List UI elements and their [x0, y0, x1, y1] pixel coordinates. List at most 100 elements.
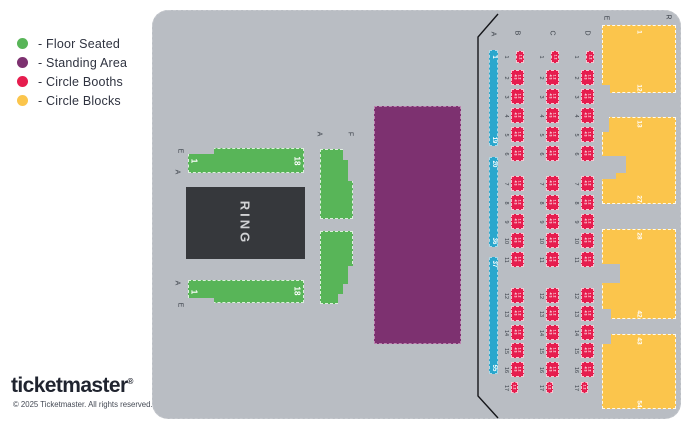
- circle-booth-C13[interactable]: 1 2 4 3: [546, 306, 559, 321]
- circle-booth-C2[interactable]: 1 2 4 3: [546, 70, 559, 85]
- circle-booth-B15[interactable]: 1 2 4 3: [511, 343, 524, 358]
- booth-row-number: 9: [538, 219, 544, 224]
- booth-row-number: 15: [538, 347, 544, 354]
- booth-row-number: 10: [538, 237, 544, 244]
- circle-booth-C6[interactable]: 1 2 4 3: [546, 146, 559, 161]
- circle-booth-B4[interactable]: 1 2 4 3: [511, 108, 524, 123]
- circle-booth-B6[interactable]: 1 2 4 3: [511, 146, 524, 161]
- circle-block-13-27[interactable]: 13 27: [602, 117, 676, 204]
- circle-booth-C9[interactable]: 1 2 4 3: [546, 214, 559, 229]
- circle-booth-D16[interactable]: 1 2 4 3: [581, 362, 594, 377]
- circle-booth-C7[interactable]: 1 2 4 3: [546, 176, 559, 191]
- standing-area-dot-icon: [17, 57, 28, 68]
- booth-row-number: 1: [538, 55, 544, 59]
- booth-row-number: 6: [573, 151, 579, 156]
- floor-row-label: A: [173, 169, 181, 175]
- circle-booth-D14[interactable]: 1 2 4 3: [581, 325, 594, 340]
- circle-booth-B16[interactable]: 1 2 4 3: [511, 362, 524, 377]
- circle-booth-D2[interactable]: 1 2 4 3: [581, 70, 594, 85]
- booth-seat-numbers: 1 2 4 3: [583, 75, 592, 80]
- booth-row-number: 4: [538, 113, 544, 118]
- circle-booth-B9[interactable]: 1 2 4 3: [511, 214, 524, 229]
- booth-seat-numbers: 1 2 4 3: [583, 113, 592, 118]
- floor-block-side-upper[interactable]: [320, 149, 353, 219]
- circle-booth-C10[interactable]: 1 2 4 3: [546, 233, 559, 248]
- floor-block-bottom[interactable]: [188, 280, 304, 303]
- circle-booth-C15[interactable]: 1 2 4 3: [546, 343, 559, 358]
- circle-booth-D4[interactable]: 1 2 4 3: [581, 108, 594, 123]
- circle-booth-D5[interactable]: 1 2 4 3: [581, 127, 594, 142]
- circle-booth-B11[interactable]: 1 2 4 3: [511, 252, 524, 267]
- circle-booth-C16[interactable]: 1 2 4 3: [546, 362, 559, 377]
- circle-booth-D9[interactable]: 1 2 4 3: [581, 214, 594, 229]
- booth-row-number: 13: [538, 310, 544, 317]
- circle-booth-D10[interactable]: 1 2 4 3: [581, 233, 594, 248]
- bar-seat-number: 19: [490, 136, 497, 144]
- booth-seat-numbers: 1 2 4 3: [513, 293, 522, 298]
- block-seat-number: 13: [635, 120, 643, 128]
- circle-booth-B14[interactable]: 1 2 4 3: [511, 325, 524, 340]
- legend-item-floor-seated: - Floor Seated: [17, 34, 127, 53]
- circle-booth-B8[interactable]: 1 2 4 3: [511, 195, 524, 210]
- circle-booth-B10[interactable]: 1 2 4 3: [511, 233, 524, 248]
- booth-row-number: 6: [538, 151, 544, 156]
- circle-booths-dot-icon: [17, 76, 28, 87]
- circle-booth-C1[interactable]: 1 2: [551, 51, 559, 63]
- circle-blocks-dot-icon: [17, 95, 28, 106]
- floor-block-side-lower[interactable]: [320, 231, 353, 304]
- circle-booth-C11[interactable]: 1 2 4 3: [546, 252, 559, 267]
- booth-row-number: 2: [503, 75, 509, 80]
- circle-booth-C5[interactable]: 1 2 4 3: [546, 127, 559, 142]
- booth-seat-numbers: 1 2: [588, 54, 593, 60]
- block-seat-number: 27: [635, 195, 643, 203]
- circle-booth-D1[interactable]: 1 2: [586, 51, 594, 63]
- circle-booth-C14[interactable]: 1 2 4 3: [546, 325, 559, 340]
- circle-booth-B13[interactable]: 1 2 4 3: [511, 306, 524, 321]
- booth-row-number: 13: [503, 310, 509, 317]
- circle-booth-B12[interactable]: 1 2 4 3: [511, 288, 524, 303]
- circle-booth-D6[interactable]: 1 2 4 3: [581, 146, 594, 161]
- circle-booth-C8[interactable]: 1 2 4 3: [546, 195, 559, 210]
- circle-booth-B1[interactable]: 1 2: [516, 51, 524, 63]
- copyright-text: © 2025 Ticketmaster. All rights reserved…: [13, 400, 153, 409]
- booth-row-number: 15: [573, 347, 579, 354]
- booth-row-number: 9: [503, 219, 509, 224]
- circle-booth-D13[interactable]: 1 2 4 3: [581, 306, 594, 321]
- circle-booth-D8[interactable]: 1 2 4 3: [581, 195, 594, 210]
- booth-seat-numbers: 1 2 4 3: [548, 151, 557, 156]
- circle-booth-C4[interactable]: 1 2 4 3: [546, 108, 559, 123]
- circle-booth-D15[interactable]: 1 2 4 3: [581, 343, 594, 358]
- bar-seat-number: 20: [490, 160, 497, 168]
- circle-booth-B7[interactable]: 1 2 4 3: [511, 176, 524, 191]
- circle-booth-B3[interactable]: 1 2 4 3: [511, 89, 524, 104]
- booth-seat-numbers: 1 2 4 3: [548, 238, 557, 243]
- circle-booth-B2[interactable]: 1 2 4 3: [511, 70, 524, 85]
- standing-area[interactable]: [374, 106, 461, 344]
- circle-booth-B17[interactable]: 1 2: [511, 382, 518, 393]
- circle-booth-C12[interactable]: 1 2 4 3: [546, 288, 559, 303]
- circle-booth-D11[interactable]: 1 2 4 3: [581, 252, 594, 267]
- circle-booth-B5[interactable]: 1 2 4 3: [511, 127, 524, 142]
- legend-item-label: - Standing Area: [38, 55, 128, 70]
- circle-booth-C17[interactable]: 1 2: [546, 382, 553, 393]
- booth-seat-numbers: 1 2 4 3: [583, 181, 592, 186]
- booth-row-number: 3: [503, 94, 509, 99]
- booth-seat-numbers: 1 2 4 3: [548, 132, 557, 137]
- circle-booth-D7[interactable]: 1 2 4 3: [581, 176, 594, 191]
- circle-booth-C3[interactable]: 1 2 4 3: [546, 89, 559, 104]
- floor-block-top[interactable]: [188, 148, 304, 173]
- booth-row-number: 5: [503, 132, 509, 137]
- circle-booth-D3[interactable]: 1 2 4 3: [581, 89, 594, 104]
- booth-row-number: 16: [573, 366, 579, 373]
- booth-seat-numbers: 1 2 4 3: [548, 75, 557, 80]
- circle-booth-D12[interactable]: 1 2 4 3: [581, 288, 594, 303]
- booth-row-number: 8: [573, 200, 579, 205]
- floor-seated-dot-icon: [17, 38, 28, 49]
- circle-booth-D17[interactable]: 1 2: [581, 382, 588, 393]
